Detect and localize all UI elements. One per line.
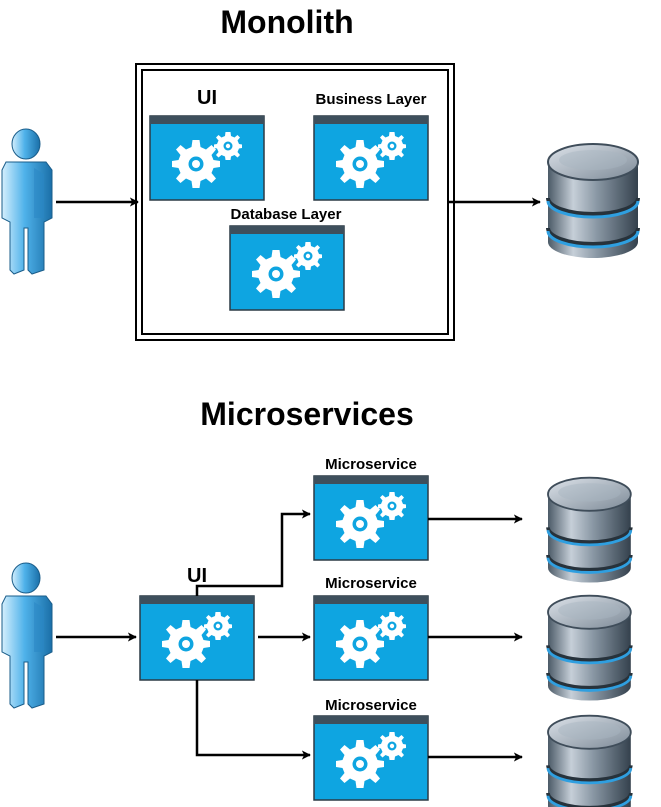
ui-to-service-3-connector <box>195 680 311 760</box>
ui-to-service-1-connector <box>195 509 311 596</box>
microservice-3-database-icon <box>546 713 633 807</box>
monolith-database-window-icon <box>229 225 345 311</box>
microservice-2-window-icon <box>313 595 429 681</box>
microservices-user-icon <box>1 562 53 709</box>
microservice-1-label: Microservice <box>325 456 417 473</box>
microservice-2-database-icon <box>546 593 633 703</box>
microservice-2-label: Microservice <box>325 575 417 592</box>
microservice-3-label: Microservice <box>325 697 417 714</box>
microservices-title: Microservices <box>200 396 413 432</box>
monolith-database-label: Database Layer <box>231 206 342 223</box>
microservice-1-database-icon <box>546 475 633 585</box>
microservices-ui-label: UI <box>187 565 207 587</box>
monolith-ui-window-icon <box>149 115 265 201</box>
monolith-business-label: Business Layer <box>316 91 427 108</box>
monolith-database-icon <box>546 142 640 260</box>
microservice-1-window-icon <box>313 475 429 561</box>
monolith-user-icon <box>1 128 53 275</box>
monolith-business-window-icon <box>313 115 429 201</box>
microservices-ui-window-icon <box>139 595 255 681</box>
monolith-ui-label: UI <box>197 87 217 109</box>
monolith-title: Monolith <box>220 4 353 40</box>
microservice-3-window-icon <box>313 715 429 801</box>
